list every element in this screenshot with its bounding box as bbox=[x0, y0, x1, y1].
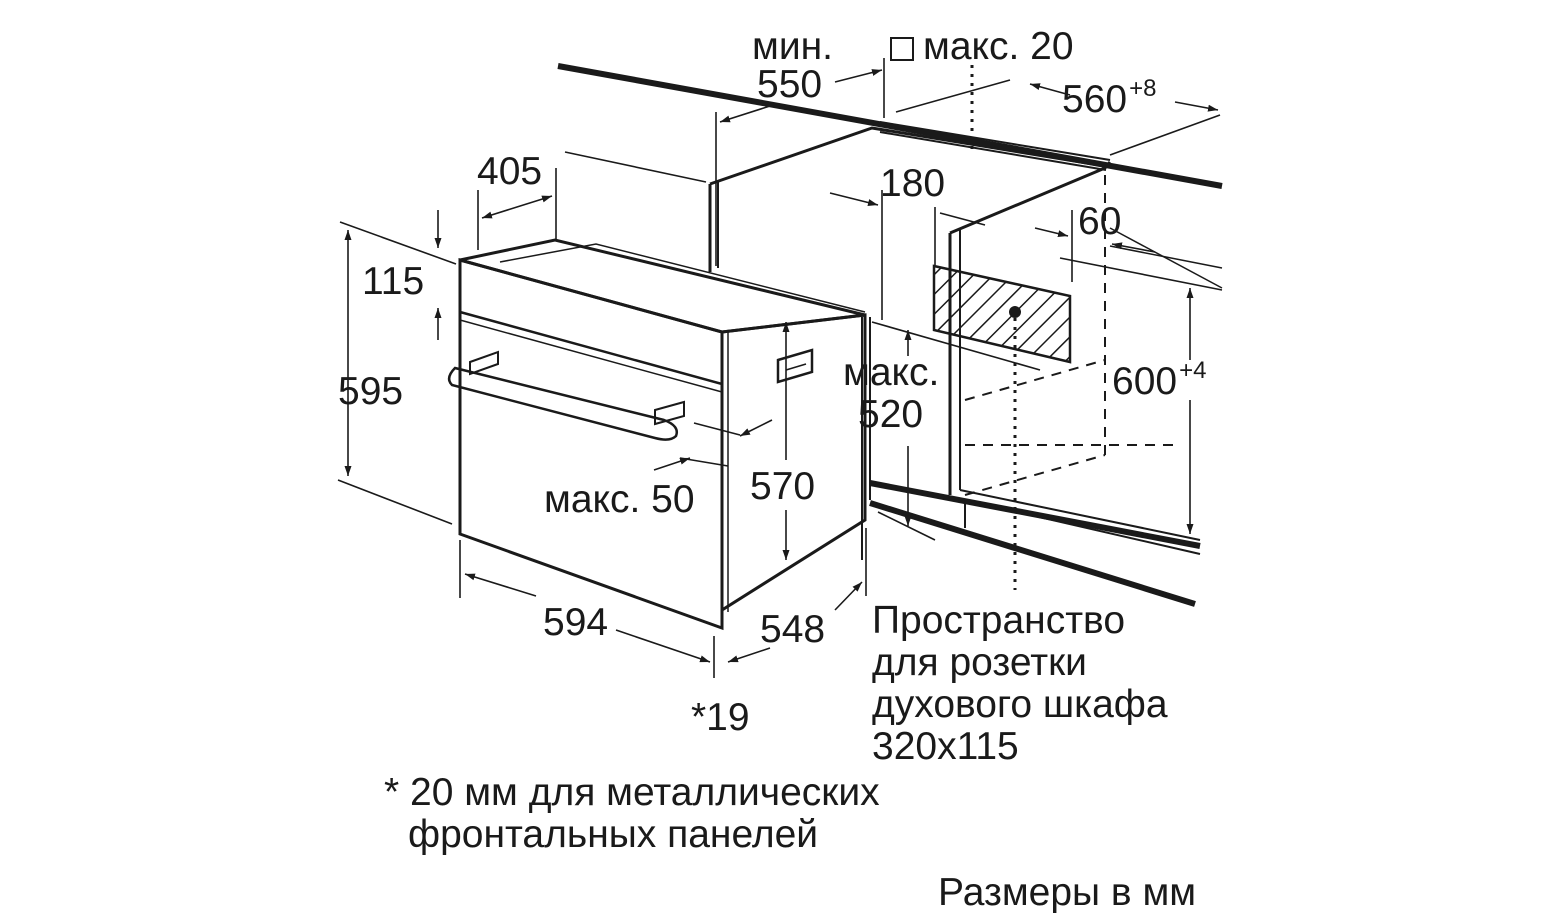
dim-max-50: макс. 50 bbox=[544, 478, 695, 521]
socket-point bbox=[1009, 306, 1021, 318]
dim-180: 180 bbox=[880, 162, 946, 205]
footnote-line-2: фронтальных панелей bbox=[408, 813, 819, 856]
square-icon bbox=[890, 37, 914, 61]
dim-60: 60 bbox=[1078, 200, 1122, 243]
socket-note-line-2: для розетки bbox=[872, 641, 1087, 684]
oven-front bbox=[460, 260, 722, 628]
footnote: * 20 мм для металлических фронтальных па… bbox=[384, 772, 880, 856]
dim-595: 595 bbox=[338, 370, 404, 413]
dim-560-tolerance: +8 bbox=[1129, 75, 1157, 102]
dim-min-label: мин. bbox=[752, 25, 833, 68]
dim-600: 600+4 bbox=[1112, 359, 1206, 403]
dim-548: 548 bbox=[760, 608, 826, 651]
dim-600-tolerance: +4 bbox=[1179, 357, 1207, 384]
footnote-line-1: * 20 мм для металлических bbox=[384, 771, 880, 814]
socket-note-line-1: Пространство bbox=[872, 599, 1126, 642]
dim-550: 550 bbox=[757, 63, 823, 106]
cabinet-floor-edge bbox=[870, 503, 1195, 604]
socket-note-line-3: духового шкафа bbox=[872, 683, 1168, 726]
countertop-edge bbox=[558, 66, 1222, 186]
dim-star-19: *19 bbox=[691, 696, 750, 739]
oven-handle bbox=[449, 368, 677, 440]
cabinet-right-wall bbox=[950, 162, 1110, 233]
dim-max-20-text: макс. 20 bbox=[923, 25, 1074, 68]
socket-note-line-4: 320x115 bbox=[872, 725, 1019, 768]
dim-405: 405 bbox=[477, 150, 543, 193]
side-bracket bbox=[778, 350, 812, 382]
dim-560: 560+8 bbox=[1062, 77, 1156, 121]
dimension-lines bbox=[338, 58, 1222, 678]
dim-560-value: 560 bbox=[1062, 78, 1128, 121]
socket-note: Пространство для розетки духового шкафа … bbox=[872, 600, 1168, 768]
dim-570: 570 bbox=[750, 465, 816, 508]
cabinet-left-wall bbox=[710, 128, 1105, 184]
cabinet-bottom-edge bbox=[870, 483, 1200, 546]
dim-600-value: 600 bbox=[1112, 360, 1178, 403]
socket-space bbox=[934, 65, 1070, 590]
units-note: Размеры в мм bbox=[938, 871, 1197, 914]
oven-top bbox=[460, 240, 865, 332]
dim-594: 594 bbox=[543, 601, 609, 644]
dim-max-label: макс. bbox=[843, 351, 940, 394]
cabinet-niche bbox=[558, 66, 1222, 604]
dim-max-20: макс. 20 bbox=[890, 27, 1074, 66]
dim-520: 520 bbox=[858, 393, 924, 436]
oven bbox=[449, 240, 865, 628]
control-panel-line bbox=[460, 312, 722, 384]
dim-115: 115 bbox=[362, 260, 425, 303]
